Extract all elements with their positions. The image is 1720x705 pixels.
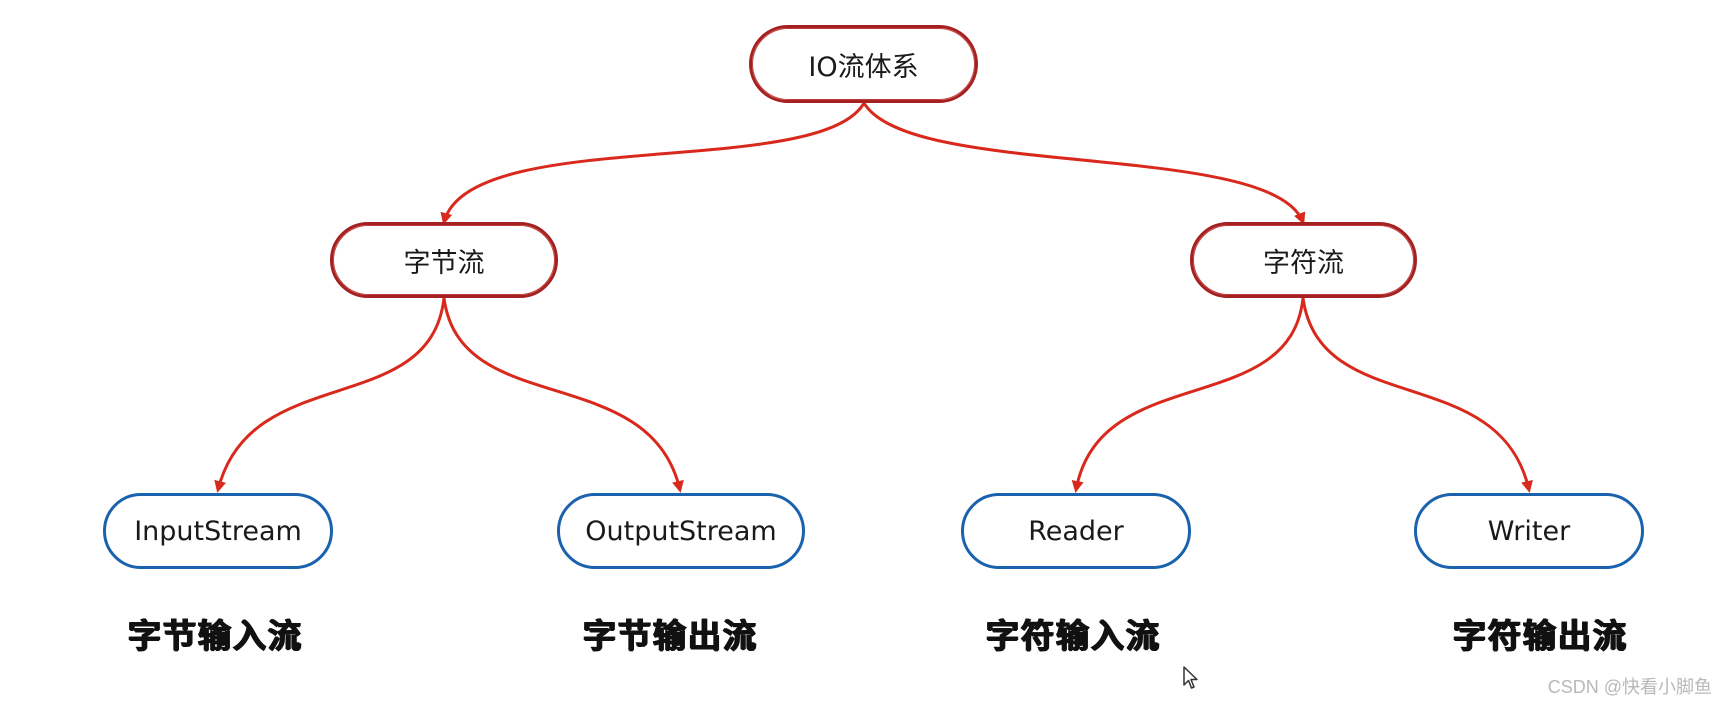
edge-root-to-char-stream [862, 102, 1306, 225]
edge-byte-to-outputstream [442, 297, 684, 493]
char-input-caption: 字符输入流 [986, 616, 1161, 655]
root-node-label: IO流体系 [808, 51, 919, 83]
char-output-caption: 字符输出流 [1453, 616, 1628, 655]
edge-char-to-reader [1071, 297, 1305, 493]
writer-node: Writer [1414, 493, 1644, 569]
watermark: CSDN @快看小脚鱼 [1547, 677, 1712, 697]
outputstream-node: OutputStream [557, 493, 805, 569]
byte-stream-node: 字节流 [330, 222, 558, 298]
edge-char-to-writer [1301, 297, 1533, 493]
byte-stream-label: 字节流 [403, 247, 485, 279]
edge-root-to-byte-stream [440, 102, 866, 225]
reader-node: Reader [961, 493, 1191, 569]
reader-label: Reader [1028, 515, 1124, 547]
outputstream-label: OutputStream [585, 515, 777, 547]
edge-byte-to-inputstream [214, 297, 446, 493]
inputstream-node: InputStream [103, 493, 333, 569]
char-stream-node: 字符流 [1190, 222, 1417, 298]
byte-input-caption: 字节输入流 [128, 616, 303, 655]
inputstream-label: InputStream [134, 515, 302, 547]
writer-label: Writer [1487, 515, 1571, 547]
byte-output-caption: 字节输出流 [583, 616, 758, 655]
root-node: IO流体系 [749, 25, 978, 103]
char-stream-label: 字符流 [1263, 247, 1344, 279]
mouse-cursor-icon [1183, 666, 1198, 689]
